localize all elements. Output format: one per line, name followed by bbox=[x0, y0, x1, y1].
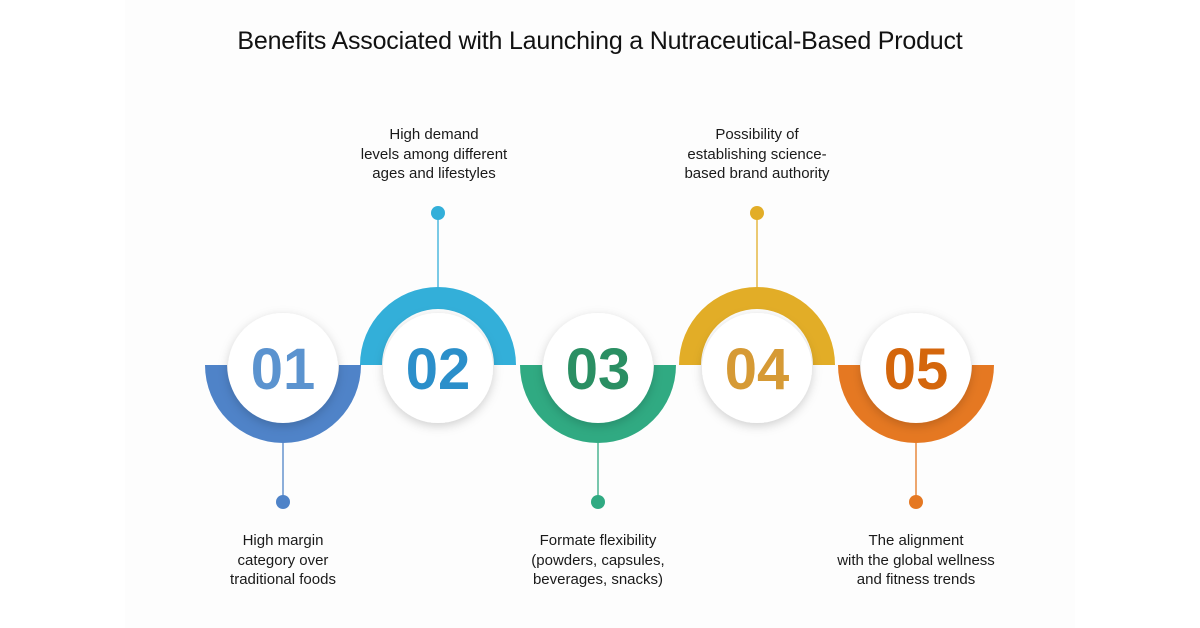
step-label: Possibility of establishing science- bas… bbox=[684, 126, 830, 182]
step-01: 01 bbox=[205, 313, 361, 509]
arc-band bbox=[205, 365, 361, 443]
arc-band bbox=[679, 287, 835, 365]
connector-dot bbox=[909, 495, 923, 509]
step-number: 04 bbox=[725, 337, 790, 402]
step-03: 03 bbox=[520, 313, 676, 509]
connector-dot bbox=[276, 495, 290, 509]
step-label: High demand levels among different ages … bbox=[360, 126, 508, 182]
step-02: 02 bbox=[360, 206, 516, 423]
number-circle bbox=[383, 313, 493, 423]
step-number: 01 bbox=[251, 337, 316, 402]
step-04: 04 bbox=[679, 206, 835, 423]
number-circle bbox=[543, 313, 653, 423]
step-label: The alignment with the global wellness a… bbox=[837, 532, 995, 588]
arc-band bbox=[360, 287, 516, 365]
arc-band bbox=[520, 365, 676, 443]
page-title: Benefits Associated with Launching a Nut… bbox=[237, 27, 963, 55]
step-number: 03 bbox=[566, 337, 631, 402]
step-number: 02 bbox=[406, 337, 471, 402]
number-circle bbox=[702, 313, 812, 423]
connector-dot bbox=[750, 206, 764, 220]
step-number: 05 bbox=[884, 337, 949, 402]
connector-dot bbox=[591, 495, 605, 509]
number-circle bbox=[228, 313, 338, 423]
step-label: Formate flexibility (powders, capsules, … bbox=[531, 532, 665, 588]
connector-dot bbox=[431, 206, 445, 220]
number-circle bbox=[861, 313, 971, 423]
step-05: 05 bbox=[838, 313, 994, 509]
step-label: High margin category over traditional fo… bbox=[230, 532, 336, 588]
arc-band bbox=[838, 365, 994, 443]
